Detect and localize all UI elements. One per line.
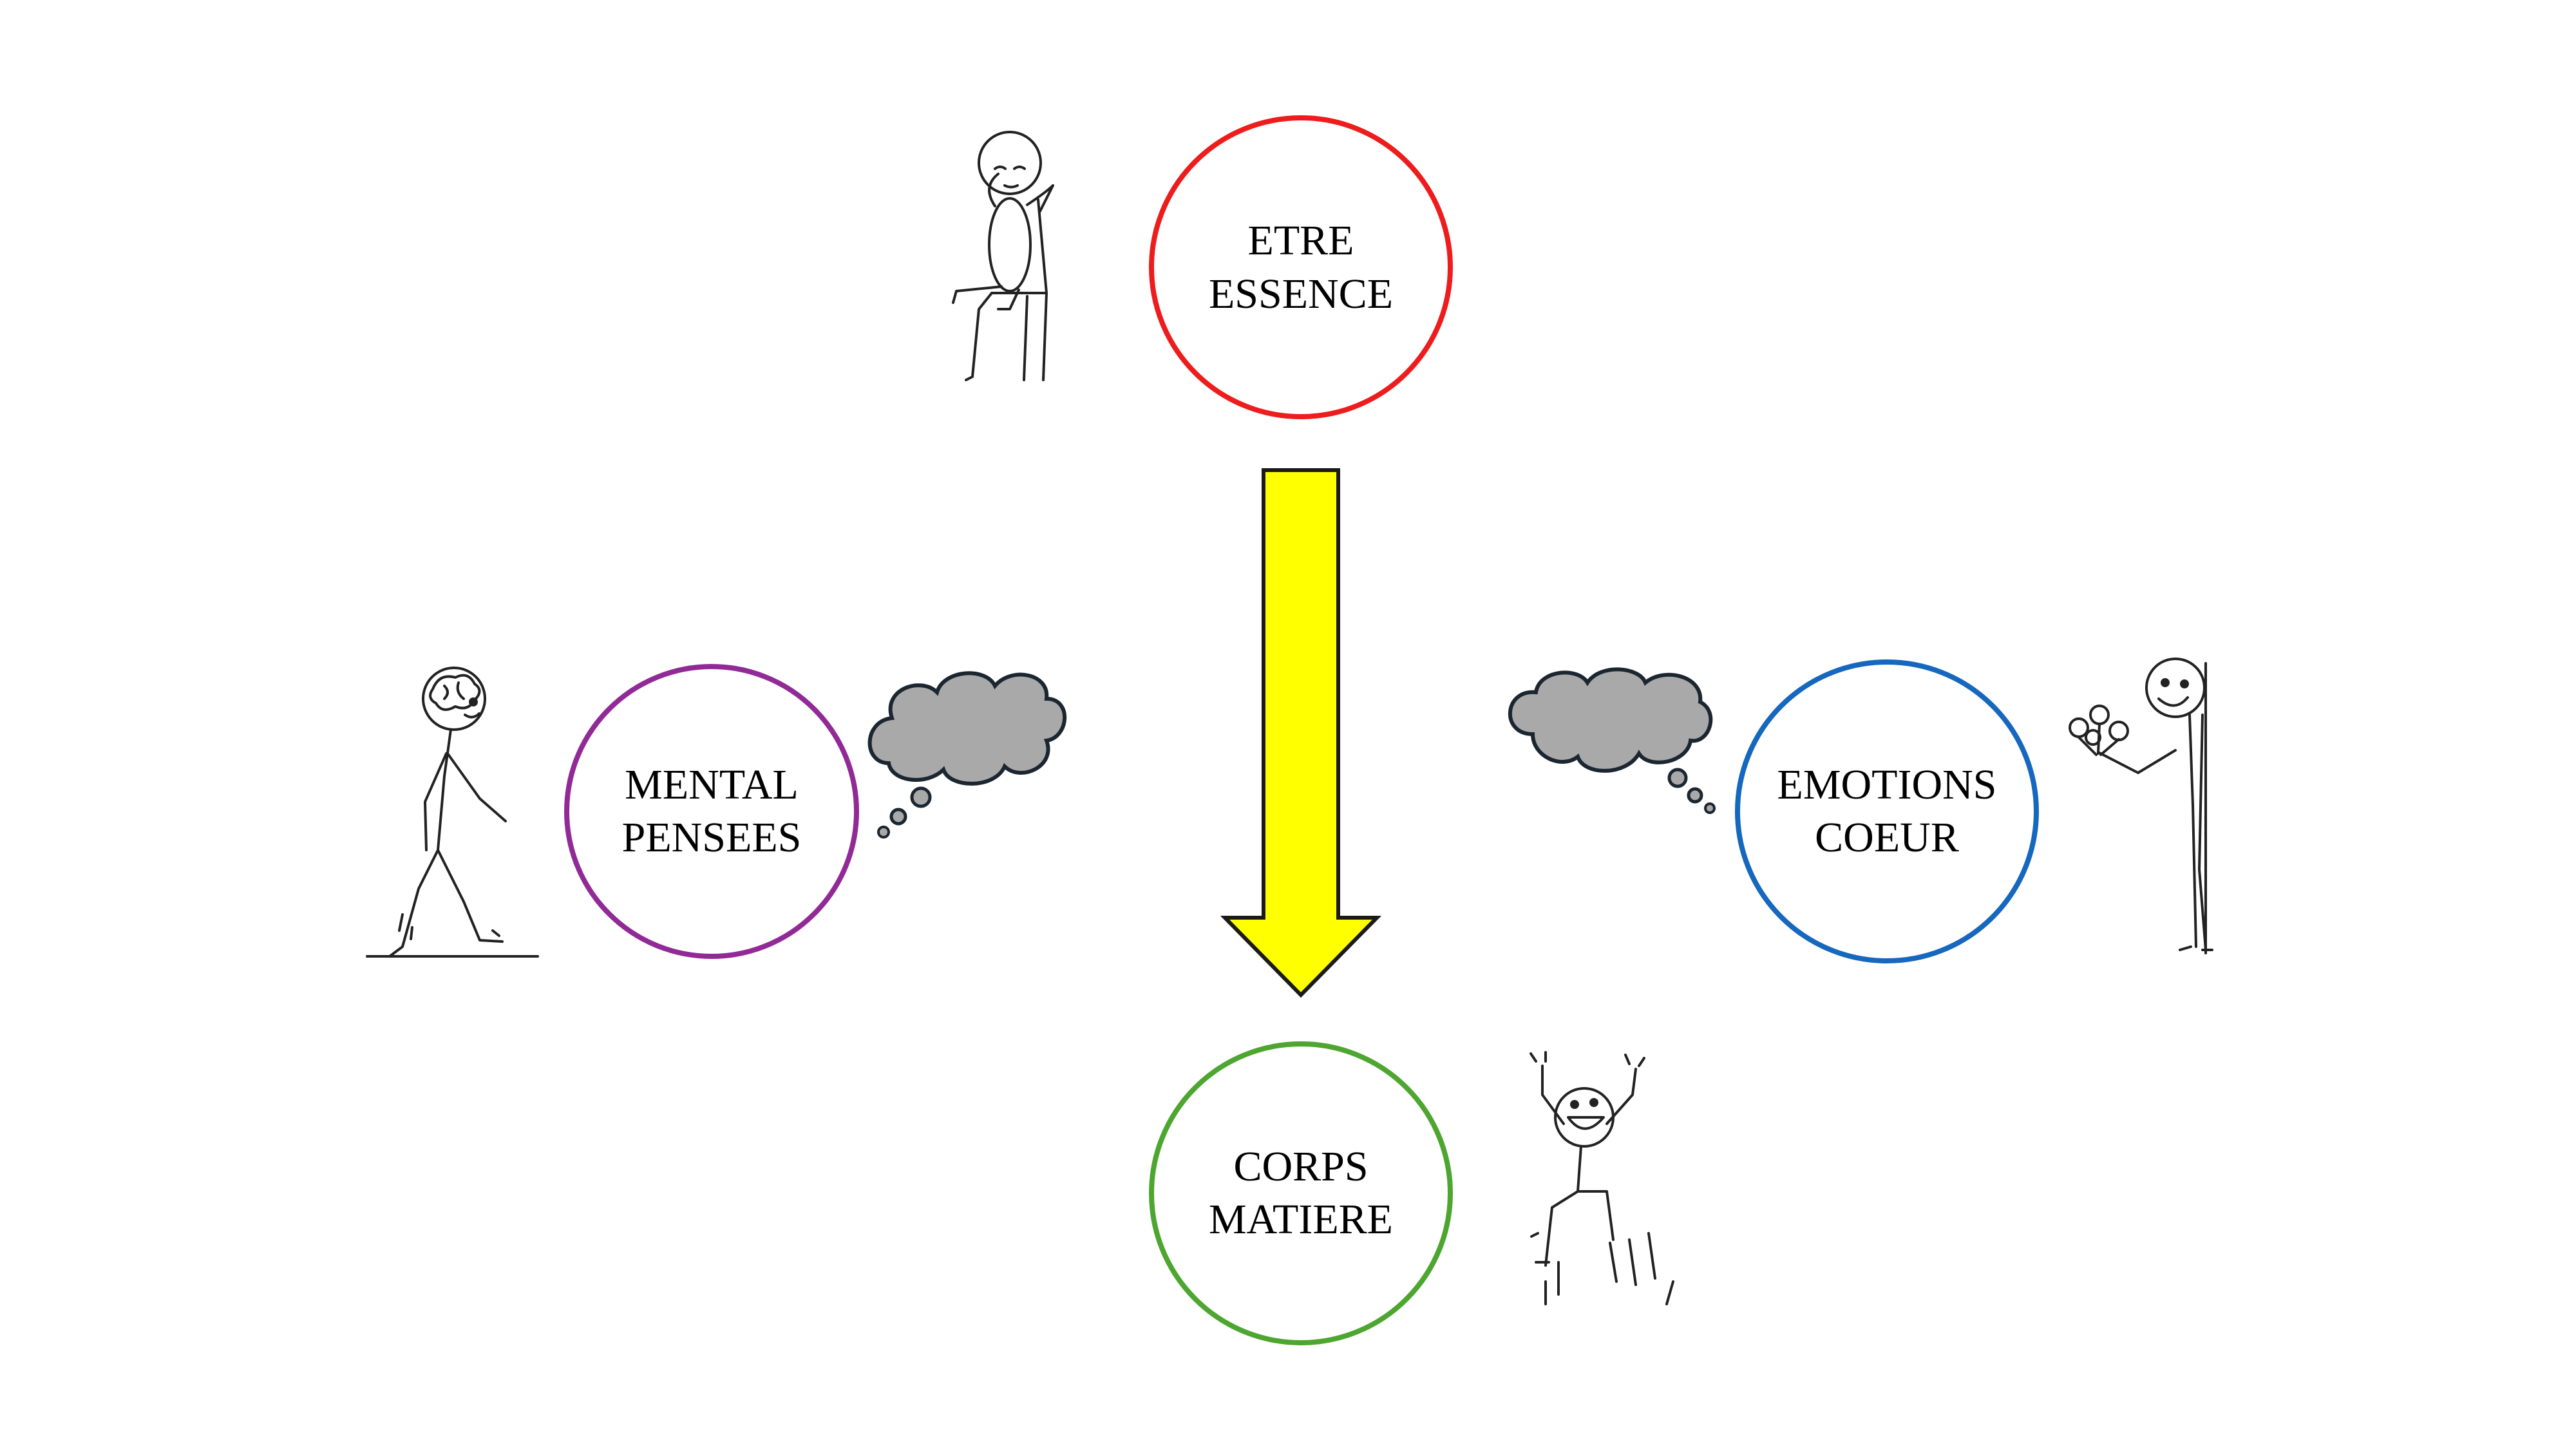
thought-cloud-right-icon <box>1508 667 1716 814</box>
matiere-label: MATIERE <box>1209 1196 1393 1243</box>
essence-label: ESSENCE <box>1209 270 1393 317</box>
node-corps: CORPS MATIERE <box>1149 1041 1453 1345</box>
mental-circle <box>564 664 859 959</box>
coeur-label: COEUR <box>1815 814 1959 861</box>
mental-label: MENTAL <box>625 761 799 808</box>
walking-thinker-figure-icon <box>366 667 539 958</box>
pensees-label: PENSEES <box>622 814 802 861</box>
jumping-joyful-figure-icon <box>1530 1051 1674 1305</box>
emotions-label: EMOTIONS <box>1777 761 1997 808</box>
corps-circle <box>1149 1041 1453 1345</box>
etre-label: ETRE <box>1248 217 1354 264</box>
node-mental: MENTAL PENSEES <box>564 664 859 959</box>
meditating-figure-icon <box>952 131 1054 381</box>
down-arrow <box>1220 468 1382 998</box>
flower-giving-figure-icon <box>2069 658 2213 954</box>
node-emotions: EMOTIONS COEUR <box>1735 659 2039 963</box>
thought-cloud-left-icon <box>867 671 1067 838</box>
emotions-circle <box>1735 659 2039 963</box>
etre-circle <box>1149 115 1453 419</box>
node-etre: ETRE ESSENCE <box>1149 115 1453 419</box>
corps-label: CORPS <box>1233 1143 1368 1190</box>
